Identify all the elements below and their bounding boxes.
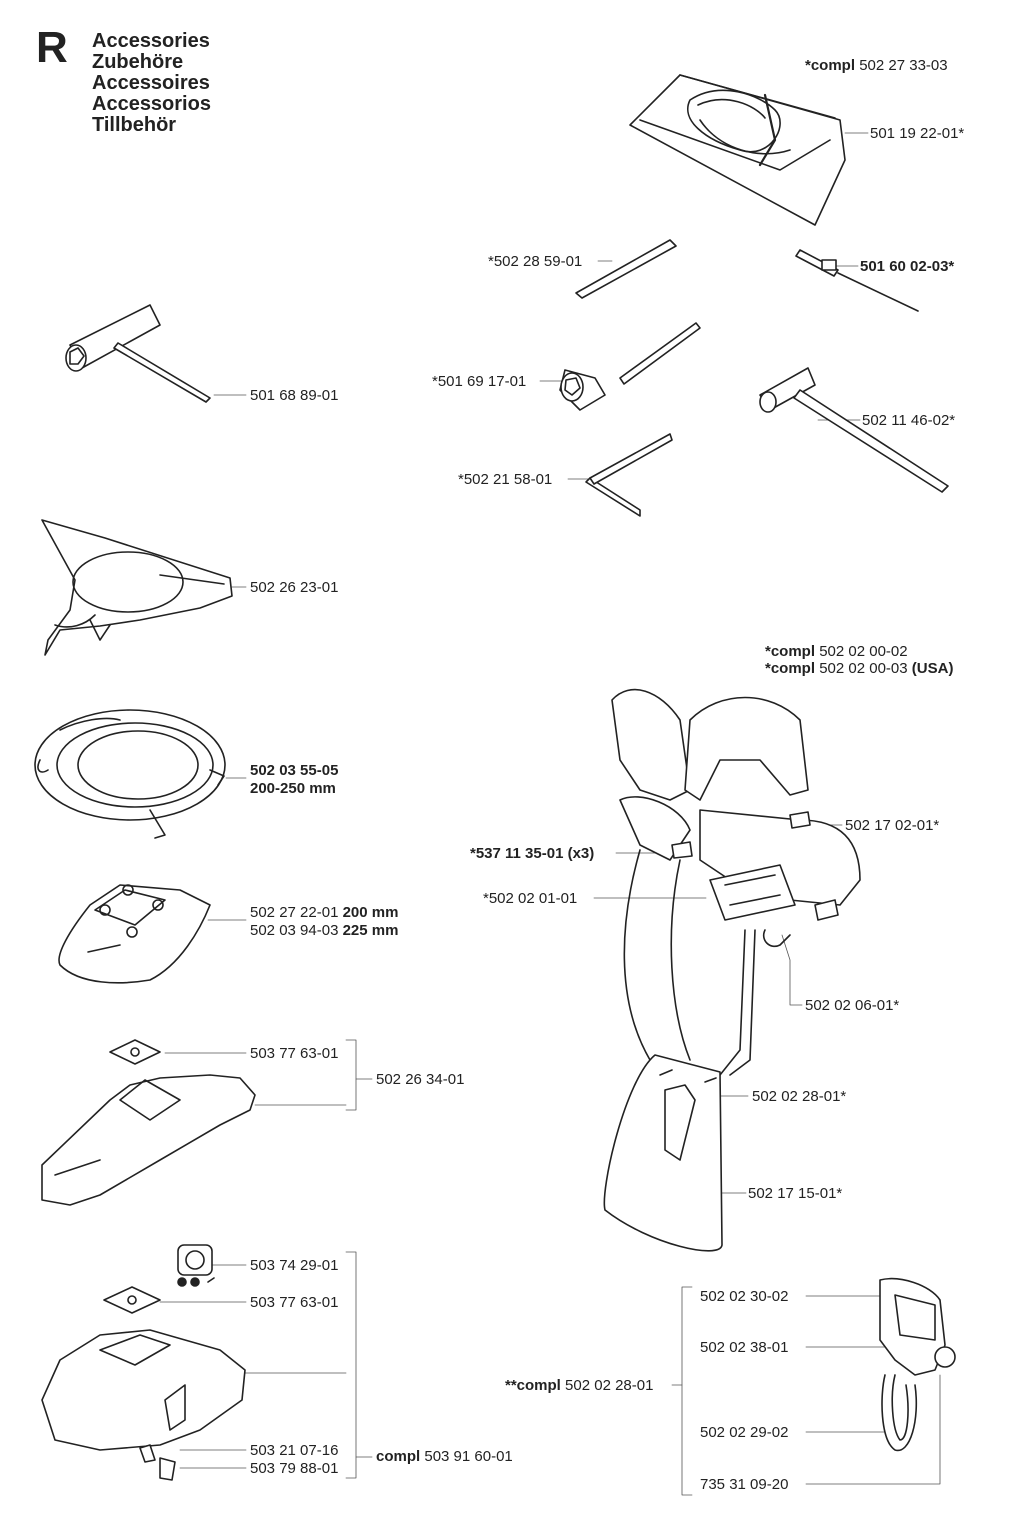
harness-drawing — [611, 688, 861, 1076]
hip-pad-label: 502 17 15-01* — [748, 1185, 843, 1202]
section-titles: Accessories Zubehöre Accessoires Accesso… — [92, 31, 211, 136]
tool-bag-drawing — [629, 74, 846, 226]
section-letter: R — [36, 23, 68, 72]
harness-kit-2-number: 502 02 00-03 — [819, 660, 908, 677]
screw-label: 503 21 07-16 — [250, 1442, 339, 1459]
hook-part-1-label: 502 02 30-02 — [700, 1288, 789, 1305]
blade-guard-b-label: 502 03 94-03 225 mm — [250, 922, 398, 940]
rod-label: *502 28 59-01 — [488, 253, 583, 270]
hook-kit-label: **compl 502 02 28-01 — [505, 1377, 653, 1395]
guard-kit-prefix: compl — [376, 1448, 421, 1465]
harness-plate-label: *502 02 01-01 — [483, 890, 578, 907]
bag-kit-number: 502 27 33-03 — [859, 57, 948, 74]
harness-buckle-label: *537 11 35-01 (x3) — [470, 845, 595, 862]
hex-key-label: *502 21 58-01 — [458, 471, 553, 488]
hook-label: 502 02 06-01* — [805, 997, 900, 1014]
bag-kit-prefix: *compl — [805, 57, 856, 74]
harness-kit-1-label: *compl 502 02 00-02 — [765, 643, 908, 661]
hex-key-drawing — [585, 433, 673, 517]
guard-kit-number: 503 91 60-01 — [424, 1448, 513, 1465]
screwdriver-drawing — [795, 249, 919, 312]
wrench-right-drawing — [759, 367, 949, 493]
trimmer-guard-ring-drawing — [34, 709, 226, 839]
blade-guard-a-number: 502 27 22-01 — [250, 904, 339, 921]
support-plate-drawing — [41, 519, 233, 656]
title-en: Accessories — [92, 30, 210, 52]
hook-part-2-label: 502 02 38-01 — [700, 1339, 789, 1356]
title-de: Zubehöre — [92, 51, 184, 73]
blade-guard-b-size: 225 mm — [342, 922, 399, 939]
blade-guard-b-number: 502 03 94-03 — [250, 922, 339, 939]
title-sv: Tillbehör — [92, 114, 177, 136]
harness-kit-1-prefix: *compl — [765, 643, 816, 660]
guard-assembly-1-drawing — [41, 1039, 256, 1206]
bag-kit-label: *compl 502 27 33-03 — [805, 57, 948, 75]
hip-pad-hook-label: 502 02 28-01* — [752, 1088, 847, 1105]
harness-kit-1-number: 502 02 00-02 — [819, 643, 908, 660]
harness-kit-2-suffix: (USA) — [911, 660, 954, 677]
hook-kit-prefix: **compl — [505, 1377, 561, 1394]
hip-pad-drawing — [603, 1054, 723, 1252]
guard-plate-2-label: 503 77 63-01 — [250, 1294, 339, 1311]
hook-kit-number: 502 02 28-01 — [565, 1377, 654, 1394]
screwdriver-label: 501 60 02-03* — [860, 258, 955, 275]
hip-belt-label: 502 17 02-01* — [845, 817, 940, 834]
support-plate-label: 502 26 23-01 — [250, 579, 339, 596]
blade-guard-a-size: 200 mm — [342, 904, 399, 921]
blade-guard-a-label: 502 27 22-01 200 mm — [250, 904, 398, 922]
wrench-left-drawing — [65, 304, 211, 403]
leader-lines — [159, 132, 941, 1496]
blade-guard-drawing — [58, 884, 211, 984]
guard-assembly-2-drawing — [41, 1244, 246, 1481]
trimmer-head-label: 503 74 29-01 — [250, 1257, 339, 1274]
title-fr: Accessoires — [92, 72, 210, 94]
hook-assembly-drawing — [879, 1277, 956, 1452]
rod-drawing — [575, 239, 677, 299]
harness-kit-2-label: *compl 502 02 00-03 (USA) — [765, 660, 953, 678]
wrench-right-label: 502 11 46-02* — [862, 412, 956, 429]
guard-ring-label: 502 03 55-05 — [250, 762, 339, 779]
hook-part-4-label: 735 31 09-20 — [700, 1476, 789, 1493]
guard-plate-1-label: 503 77 63-01 — [250, 1045, 339, 1062]
nut-label: 503 79 88-01 — [250, 1460, 339, 1477]
harness-kit-2-prefix: *compl — [765, 660, 816, 677]
wrench-mid-label: *501 69 17-01 — [432, 373, 527, 390]
guard-ring-size: 200-250 mm — [250, 780, 336, 797]
wrench-mid-drawing — [559, 322, 701, 411]
guard-kit-label: compl 503 91 60-01 — [376, 1448, 513, 1466]
hook-part-3-label: 502 02 29-02 — [700, 1424, 789, 1441]
bag-label: 501 19 22-01* — [870, 125, 965, 142]
title-es: Accessorios — [92, 93, 211, 115]
guard-assembly-1-label: 502 26 34-01 — [376, 1071, 465, 1088]
wrench-left-label: 501 68 89-01 — [250, 387, 339, 404]
